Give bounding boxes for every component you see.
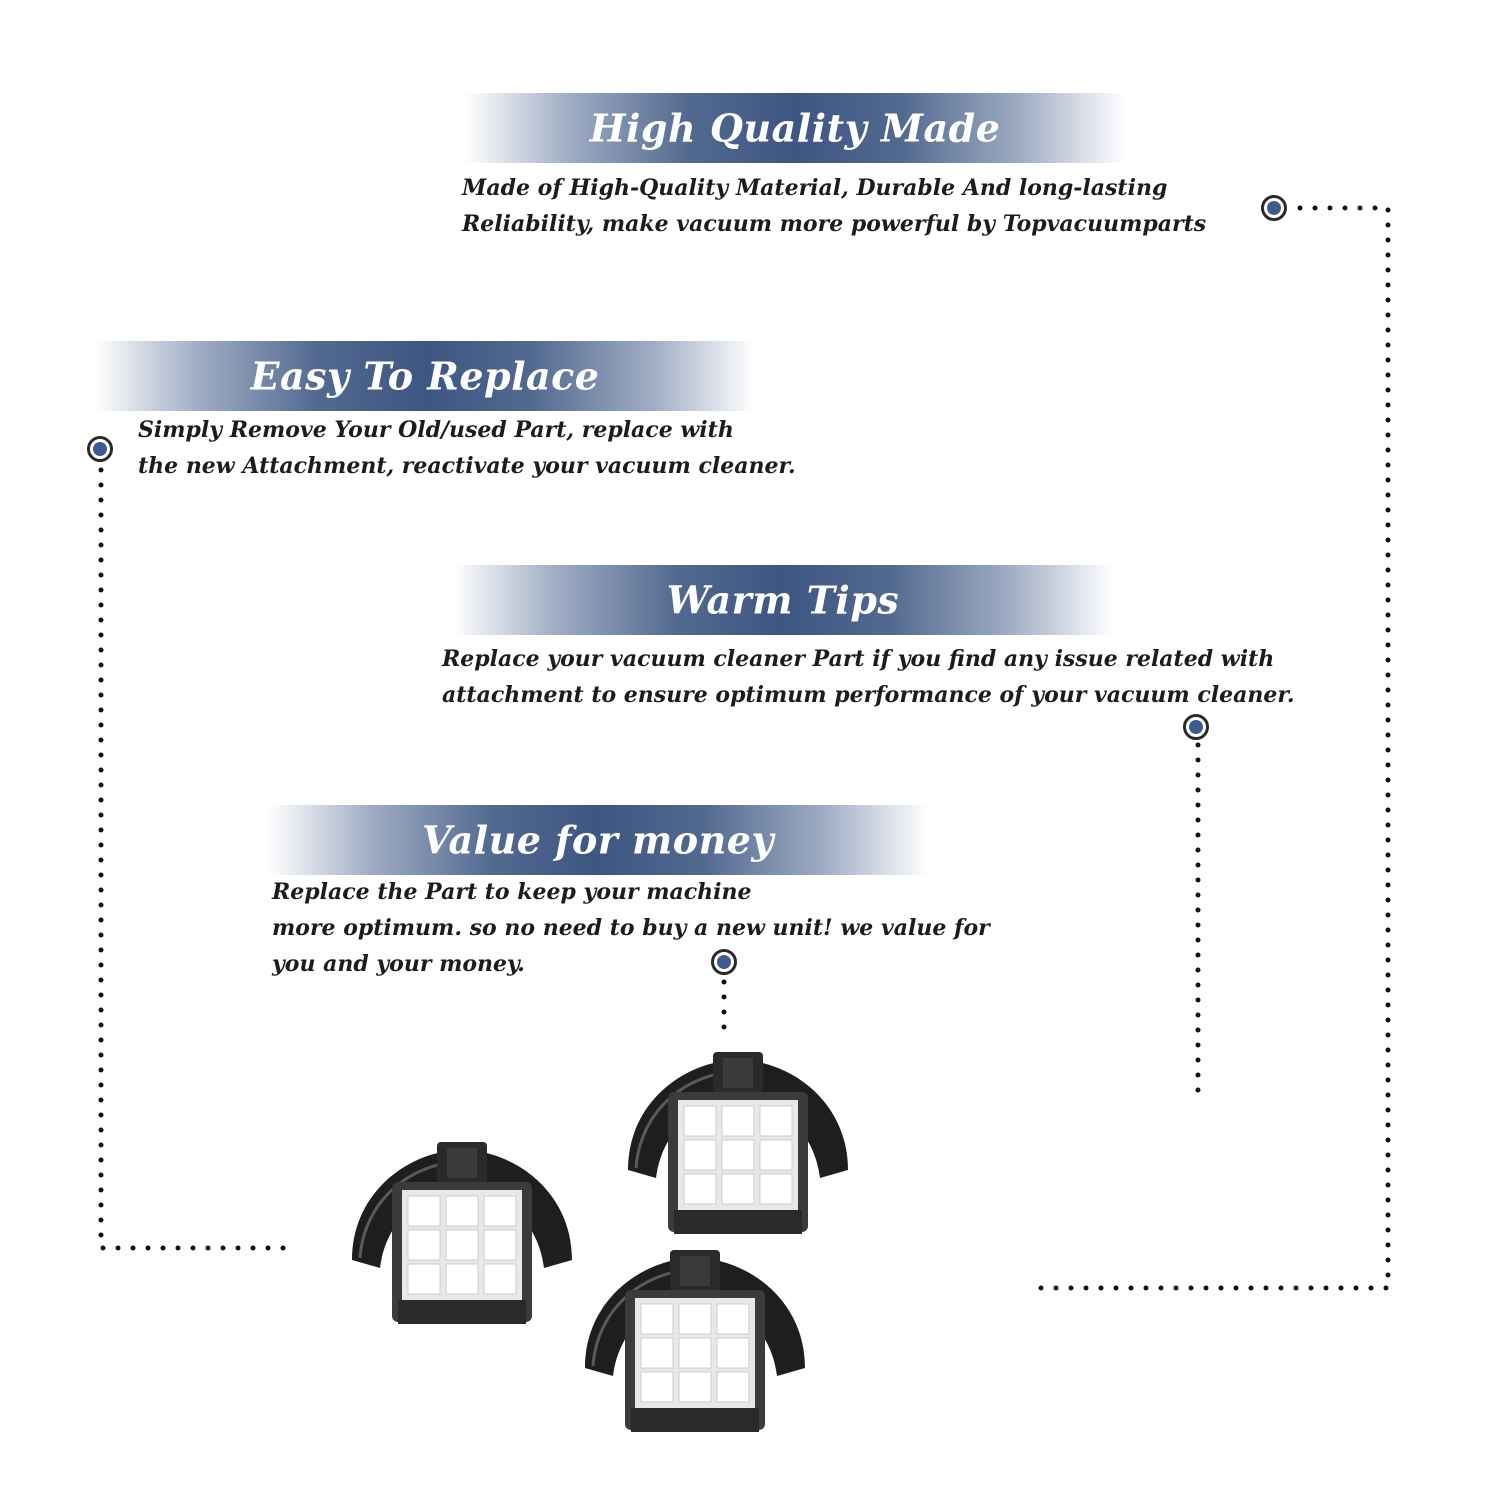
tips-line-2: attachment to ensure optimum performance… (442, 682, 1295, 708)
value-line-3: you and your money. (272, 951, 525, 977)
replace-marker-icon (87, 436, 113, 462)
quality-marker-icon (1261, 195, 1287, 221)
connector-replace (98, 467, 298, 1251)
replace-line-1: Simply Remove Your Old/used Part, replac… (138, 417, 734, 443)
value-line-2: more optimum. so no need to buy a new un… (272, 915, 990, 941)
value-line-1: Replace the Part to keep your machine (272, 879, 752, 905)
value-title: Value for money (422, 817, 774, 863)
tips-marker-icon (1183, 714, 1209, 740)
filter-image-bottom (583, 1248, 807, 1434)
connector-quality (1035, 205, 1391, 1291)
filter-image-left (350, 1140, 574, 1326)
tips-title: Warm Tips (666, 577, 900, 623)
quality-banner: High Quality Made (465, 93, 1125, 163)
replace-line-2: the new Attachment, reactivate your vacu… (138, 453, 796, 479)
value-description: Replace the Part to keep your machine mo… (272, 874, 990, 982)
tips-description: Replace your vacuum cleaner Part if you … (442, 641, 1295, 713)
replace-banner: Easy To Replace (95, 341, 755, 411)
quality-title: High Quality Made (589, 105, 1001, 151)
tips-banner: Warm Tips (453, 565, 1113, 635)
quality-line-2: Reliability, make vacuum more powerful b… (462, 211, 1207, 237)
tips-line-1: Replace your vacuum cleaner Part if you … (442, 646, 1275, 672)
replace-title: Easy To Replace (250, 353, 600, 399)
quality-line-1: Made of High-Quality Material, Durable A… (462, 175, 1168, 201)
filter-image-top (626, 1050, 850, 1236)
value-banner: Value for money (268, 805, 928, 875)
value-marker-icon (711, 949, 737, 975)
quality-description: Made of High-Quality Material, Durable A… (462, 170, 1206, 242)
replace-description: Simply Remove Your Old/used Part, replac… (138, 412, 796, 484)
